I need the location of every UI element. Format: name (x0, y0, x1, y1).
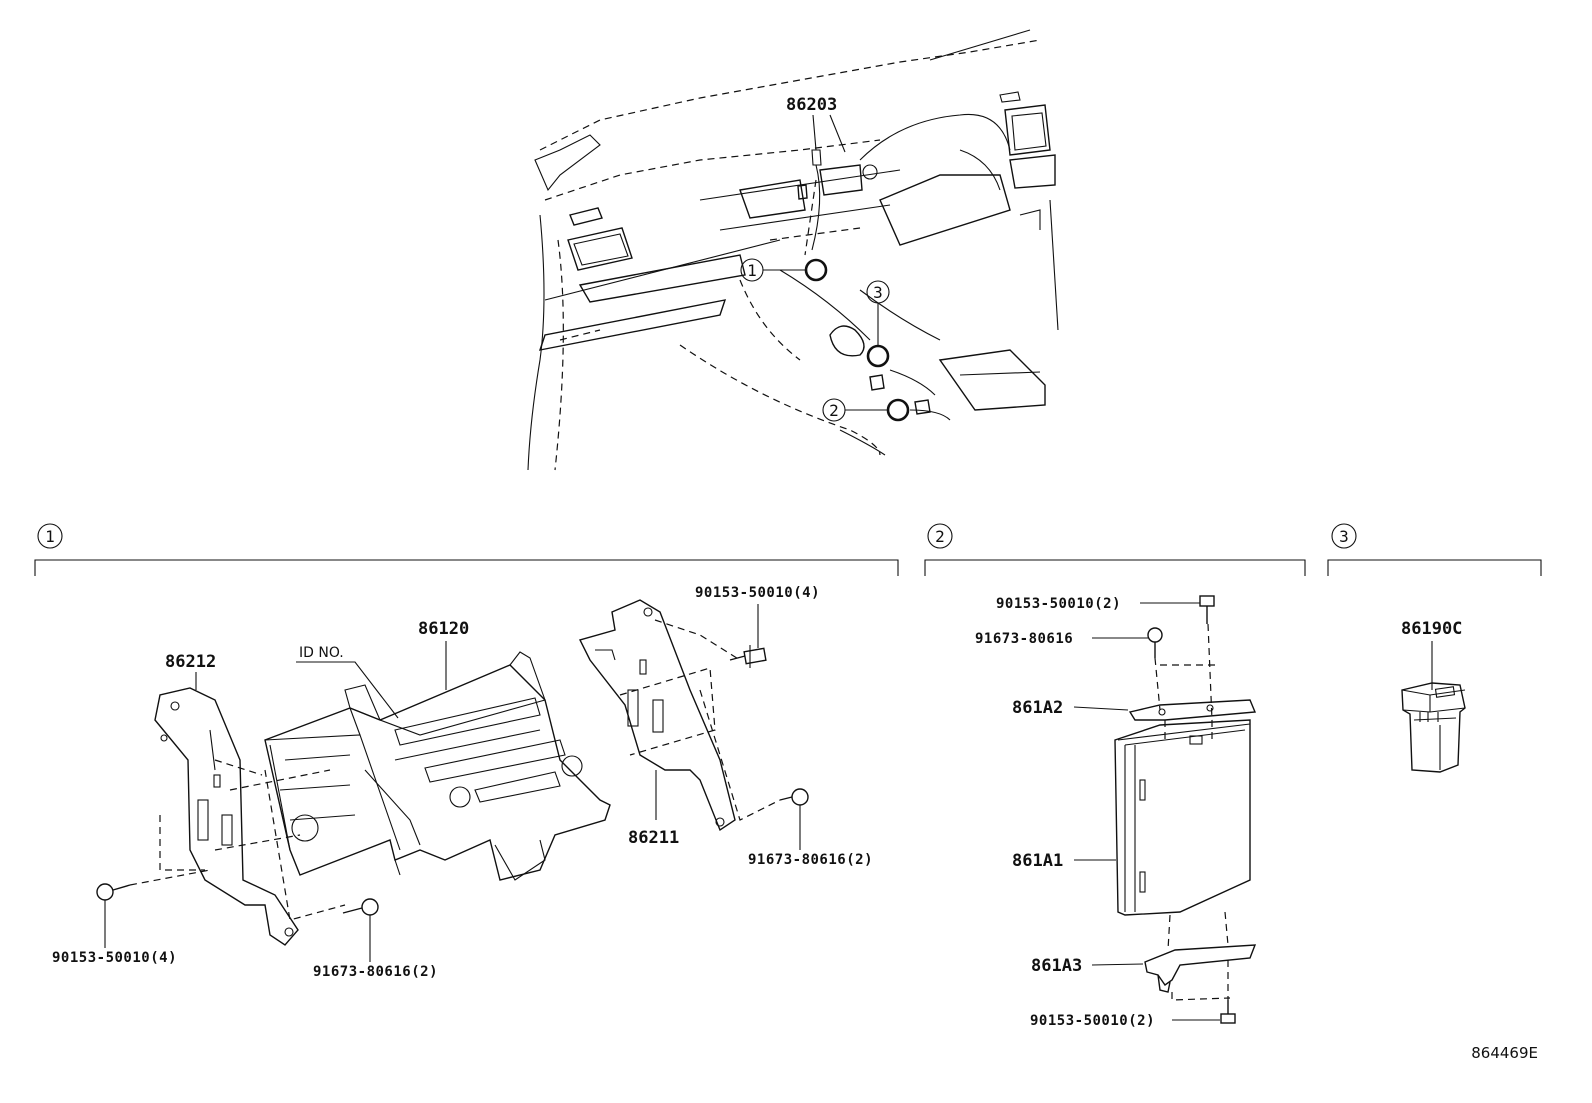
bracket-861a3 (1144, 944, 1257, 986)
part-86120-label: 86120 (418, 619, 469, 639)
bolt-icon (342, 898, 379, 916)
part-861a3-label: 861A3 (1031, 956, 1082, 976)
section-1-bracket (34, 559, 899, 576)
screw-90153-50010-4-top-label: 90153-50010(4) (695, 585, 820, 601)
screw-90153-50010-2-top-label: 90153-50010(2) (996, 596, 1121, 612)
group-2-module-assembly: 90153-50010(2) 91673-80616 861A2 861A1 (975, 595, 1257, 1029)
part-861a2-label: 861A2 (1012, 698, 1063, 718)
part-86203-label: 86203 (786, 95, 837, 115)
bracket-86211 (578, 599, 736, 832)
overview-marker-2: 2 (829, 401, 839, 420)
section-3-bracket (1327, 559, 1542, 576)
id-no-label: ID NO. (299, 645, 344, 661)
section-headers: 1 2 3 (34, 523, 1542, 576)
part-86212-label: 86212 (165, 652, 216, 672)
bolt-icon (779, 788, 809, 806)
screw-90153-50010-2-bottom-label: 90153-50010(2) (1030, 1013, 1155, 1029)
bolt-icon (1147, 627, 1163, 658)
section-2-marker: 2 (935, 527, 945, 546)
part-86211-label: 86211 (628, 828, 679, 848)
switch-86190c (1401, 682, 1466, 773)
screw-91673-80616-top-label: 91673-80616 (975, 631, 1073, 647)
screw-icon (1199, 595, 1215, 624)
bracket-861a2 (1128, 699, 1257, 721)
dashboard-illustration: 1 3 2 86203 (527, 29, 1059, 471)
group-3-switch-assembly: 86190C (1401, 619, 1466, 773)
section-3-marker: 3 (1339, 527, 1349, 546)
overview-marker-1: 1 (747, 261, 757, 280)
section-2-bracket (924, 559, 1306, 576)
audio-unit-86120 (264, 664, 611, 881)
screw-icon (729, 645, 767, 668)
part-861a1-label: 861A1 (1012, 851, 1063, 871)
screw-icon (96, 883, 131, 901)
module-861a1 (1114, 719, 1251, 916)
screw-90153-50010-4-left-label: 90153-50010(4) (52, 950, 177, 966)
part-86190c-label: 86190C (1401, 619, 1462, 639)
screw-91673-80616-2-right-label: 91673-80616(2) (748, 852, 873, 868)
screw-icon (1220, 1000, 1236, 1024)
screw-91673-80616-2-bottom-label: 91673-80616(2) (313, 964, 438, 980)
bracket-86212 (154, 687, 299, 946)
section-1-marker: 1 (45, 527, 55, 546)
group-1-audio-assembly: 86212 86120 ID NO. (52, 585, 873, 980)
overview-marker-3: 3 (873, 283, 883, 302)
illustration-code: 864469E (1471, 1044, 1538, 1062)
